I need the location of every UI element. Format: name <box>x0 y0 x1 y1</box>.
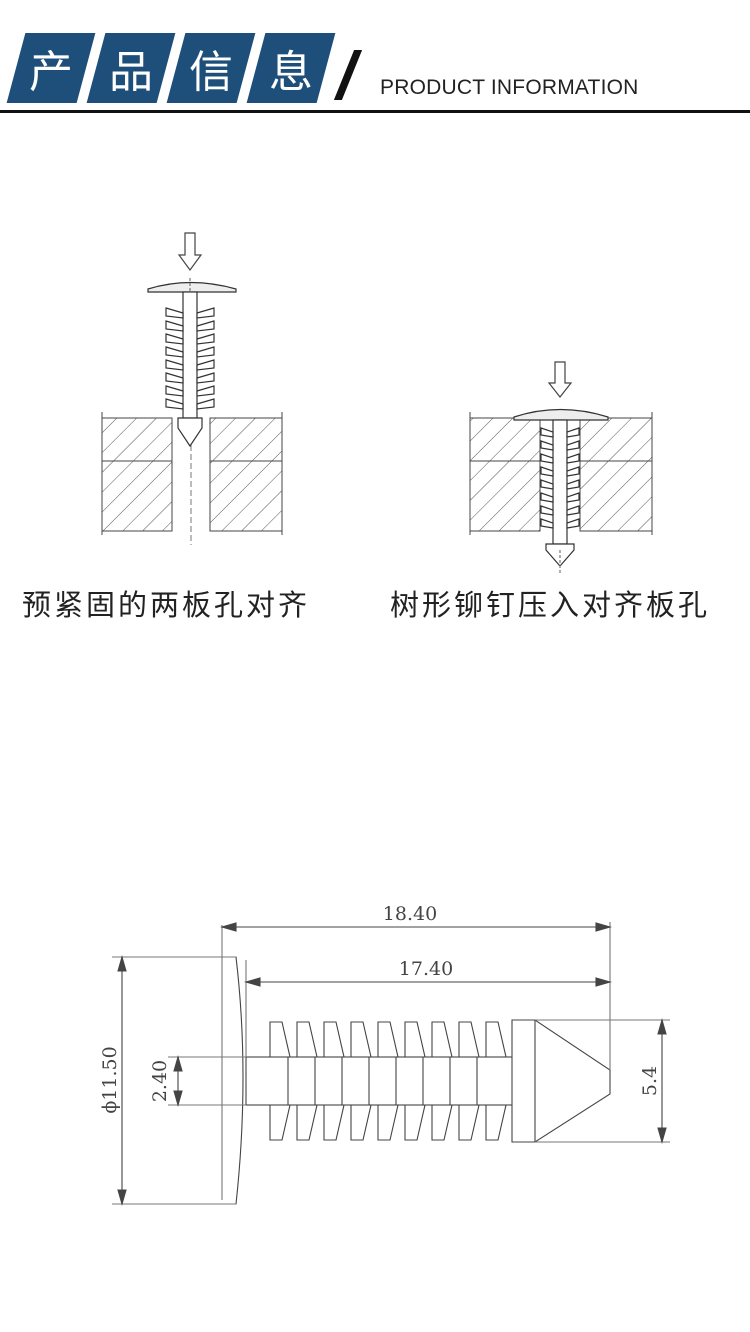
title-tile: 信 <box>166 33 256 103</box>
plate-stack <box>101 412 283 545</box>
step1-caption: 预紧固的两板孔对齐 <box>22 588 311 622</box>
title-tile: 息 <box>246 33 336 103</box>
title-char: 产 <box>29 47 73 98</box>
tree-rivet <box>513 408 609 574</box>
dim-shank-length: 17.40 <box>399 958 453 980</box>
rivet-head <box>222 956 244 1205</box>
down-arrow-icon <box>177 232 203 272</box>
down-arrow-icon <box>547 361 573 398</box>
title-tile: 品 <box>86 33 176 103</box>
step1-diagram <box>101 232 283 545</box>
step2-caption: 树形铆钉压入对齐板孔 <box>390 588 711 622</box>
title-tile: 产 <box>6 33 96 103</box>
plate-stack <box>469 412 653 535</box>
rivet-tip <box>511 1019 611 1143</box>
title-char: 息 <box>269 47 313 98</box>
step2-diagram <box>469 361 653 574</box>
dim-core-diameter: 2.40 <box>149 1060 171 1102</box>
dim-fin-width: 5.4 <box>639 1066 661 1096</box>
title-char: 品 <box>109 47 153 98</box>
rivet-fins <box>269 1021 507 1141</box>
section-header: 产 品 信 息 PRODUCT INFORMATION <box>0 0 750 116</box>
header-subtitle: PRODUCT INFORMATION <box>380 76 639 99</box>
dimension-drawing <box>112 922 670 1207</box>
header-rule <box>0 110 750 113</box>
dim-overall-length: 18.40 <box>383 903 437 925</box>
tree-rivet <box>147 278 237 448</box>
rivet-shank <box>245 1056 517 1106</box>
dim-head-diameter: ϕ11.50 <box>99 1046 121 1113</box>
title-char: 信 <box>189 47 233 98</box>
